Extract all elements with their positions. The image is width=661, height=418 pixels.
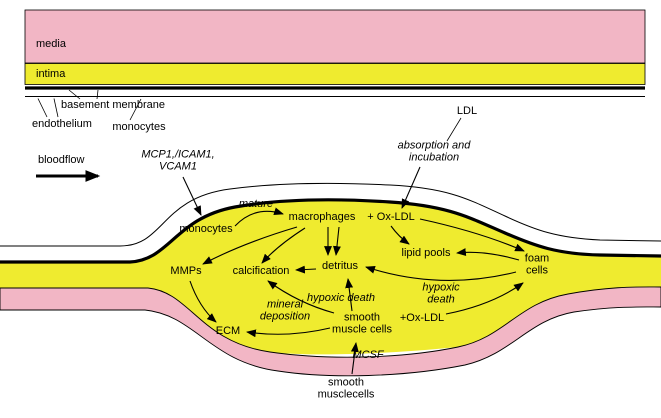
pointer-lines	[37, 89, 462, 142]
media-lower-region	[0, 286, 661, 377]
arrow-oxldl-to-lipid-pools	[390, 225, 410, 245]
arrow-mcsf-smc	[350, 342, 359, 375]
arrow-oxldl-upper-to-foamcells	[419, 218, 525, 252]
basement-membrane-pointer-1	[68, 89, 81, 100]
ldl-pointer	[446, 117, 462, 142]
arrows	[36, 166, 525, 375]
arrow-smc-to-ecm	[246, 327, 331, 338]
monocytes-pointer	[129, 98, 142, 121]
arrow-foamcells-to-lipid-pools	[456, 248, 520, 261]
plaque-intima-region	[0, 199, 661, 355]
arrow-macrophages-to-detritus-2	[333, 226, 341, 256]
arrow-monocytes-to-macrophages	[234, 207, 284, 227]
basement-membrane-line-plaque	[0, 198, 661, 264]
endothelium-line-plaque	[0, 182, 661, 247]
arrow-macrophages-to-calcification	[261, 227, 306, 264]
arrow-detritus-to-calcification	[295, 265, 317, 274]
endothelium-pointer-1	[37, 98, 48, 118]
endothelium-pointer-2	[53, 98, 59, 118]
arrow-oxldl-lower-to-foamcells	[445, 282, 524, 315]
intima-band	[24, 63, 646, 85]
arrow-smc-to-detritus-hypoxic	[345, 278, 354, 312]
arrow-foamcells-to-detritus-hypoxic	[365, 265, 517, 281]
arrow-macrophages-to-mmps	[202, 226, 298, 265]
arrow-mcp1-to-monocytes	[182, 176, 202, 216]
basement-membrane-pointer-2	[96, 89, 99, 100]
arrow-absorption-to-oxldl	[401, 166, 421, 209]
media-band	[24, 9, 646, 64]
arrow-mmps-to-ecm	[189, 280, 217, 323]
arrow-smc-to-calcification-mineral	[267, 280, 335, 314]
